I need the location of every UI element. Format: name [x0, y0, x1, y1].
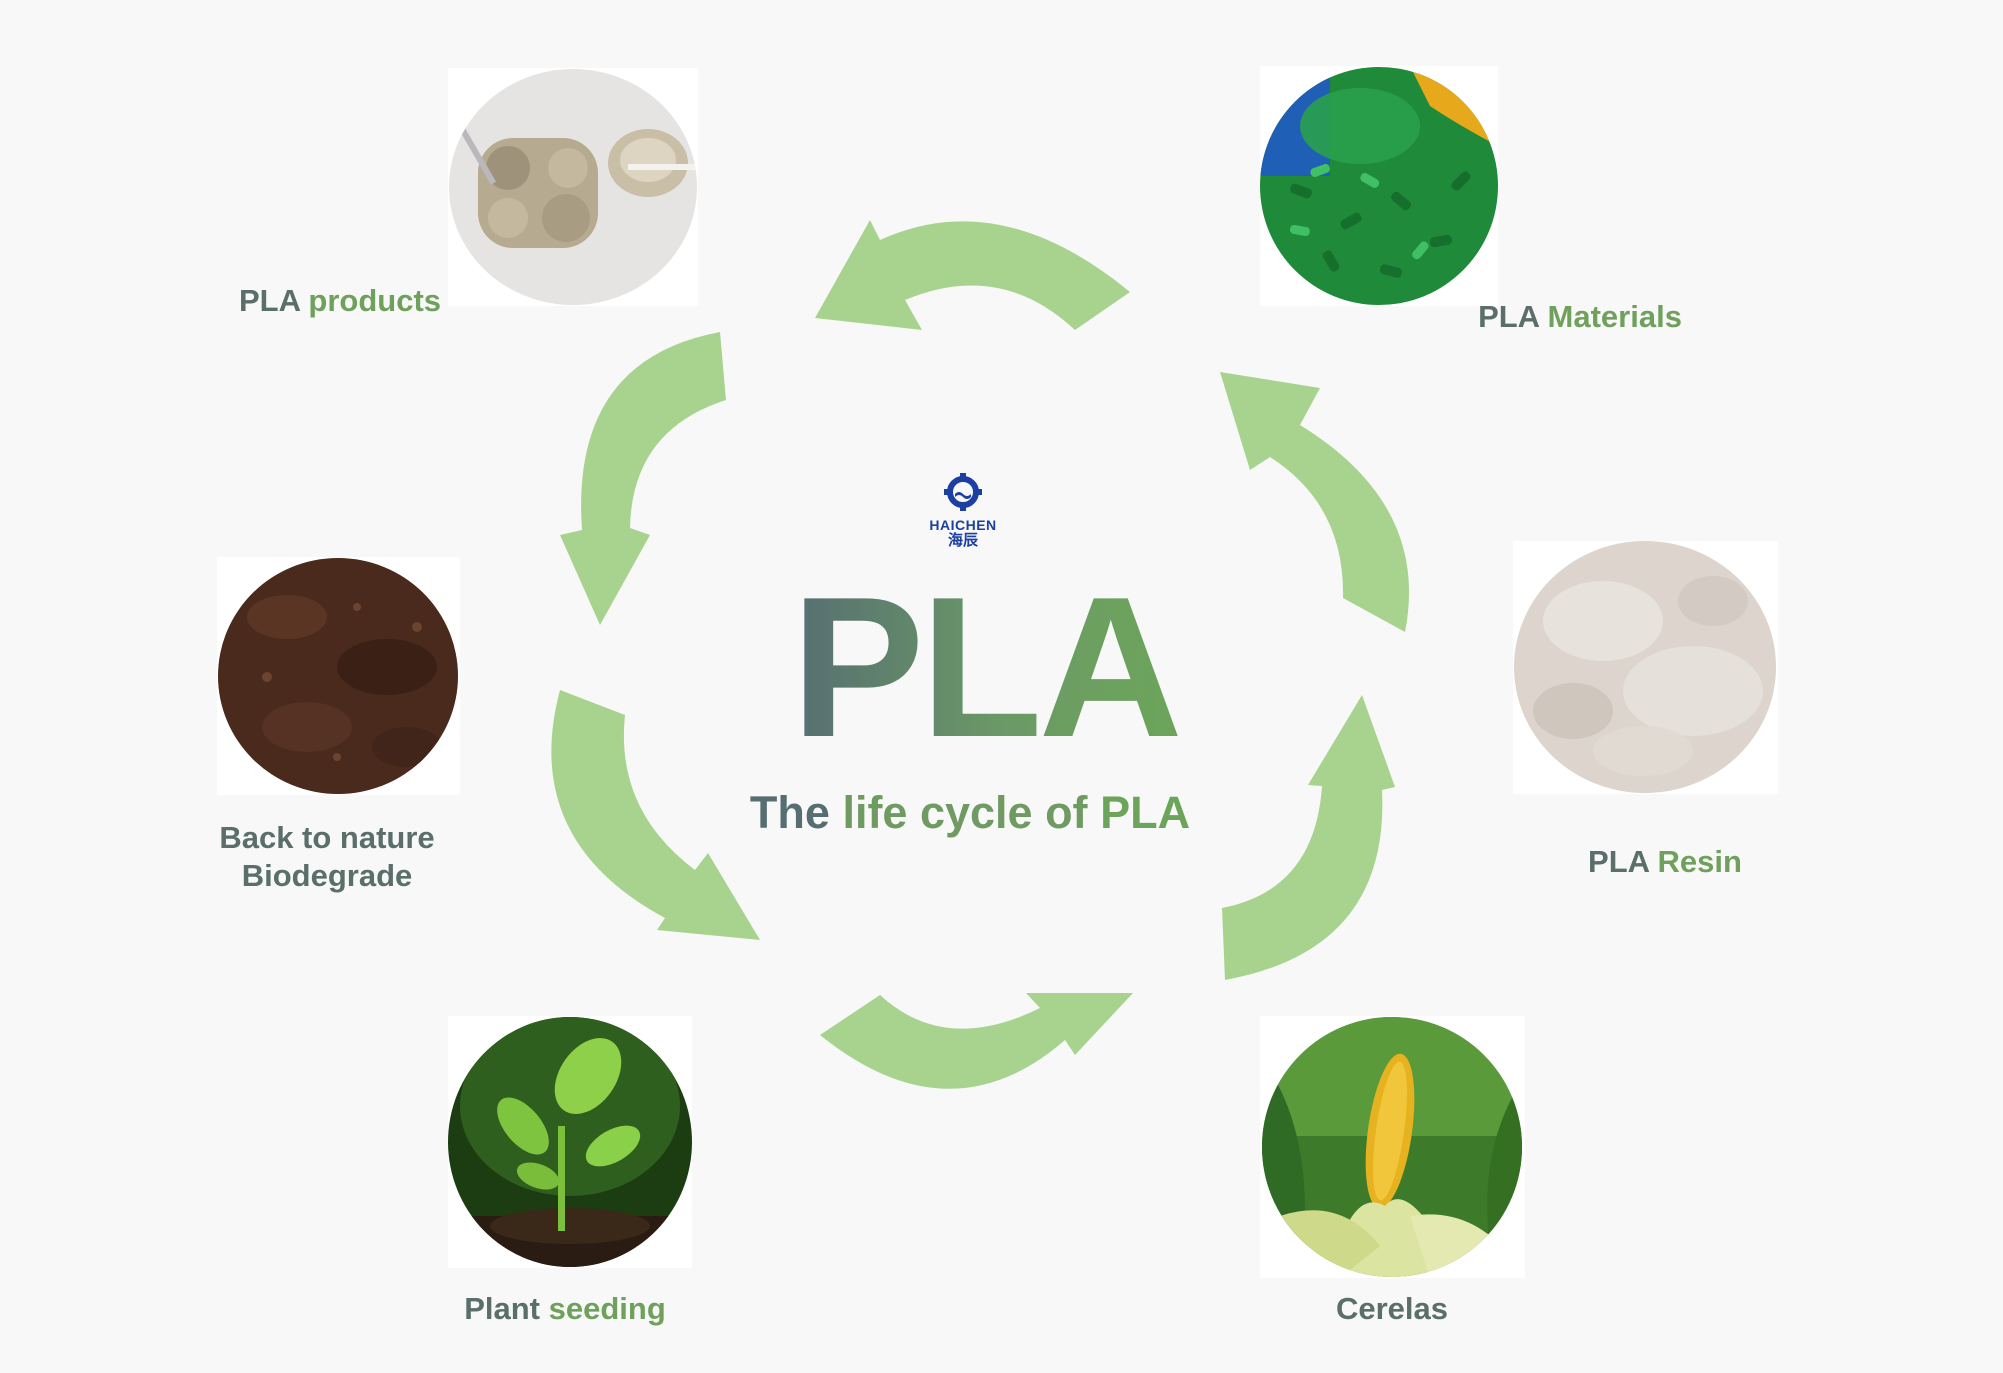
haichen-logo: HAICHEN 海辰: [918, 472, 1008, 552]
arrow-cereals-to-resin: [1222, 695, 1395, 980]
label-pla-resin: PLA Resin: [1588, 844, 1742, 879]
label-back-to-nature-line2: Biodegrade: [241, 858, 413, 893]
label-cereals: Cerelas: [1335, 1291, 1449, 1326]
label-pla-products: PLA products: [238, 283, 442, 318]
arrow-products-to-nature: [560, 332, 726, 625]
subtitle-part-3: PLA: [1100, 787, 1191, 838]
label-back-to-nature: Back to nature Biodegrade: [217, 819, 437, 895]
cereals-image: [1260, 1016, 1525, 1278]
pla-resin-image: [1513, 541, 1778, 794]
pla-products-image: [448, 68, 698, 306]
label-plant-seeding: Plant seeding: [464, 1291, 666, 1326]
arrow-nature-to-seeding: [551, 690, 760, 940]
logo-brand-cn-text: 海辰: [947, 532, 978, 549]
back-to-nature-image: [217, 557, 460, 795]
label-back-to-nature-line1: Back to nature: [219, 820, 435, 855]
arrow-seeding-to-cereals: [820, 993, 1133, 1089]
center-title: PLA: [791, 556, 1183, 779]
logo-brand-text: HAICHEN: [929, 517, 997, 533]
subtitle-part-1: The: [749, 787, 830, 838]
arrow-materials-to-products: [815, 220, 1130, 330]
arrow-resin-to-materials: [1220, 372, 1410, 632]
label-pla-materials: PLA Materials: [1478, 299, 1682, 334]
center-subtitle: The life cycle of PLA: [720, 786, 1220, 840]
plant-seeding-image: [448, 1016, 692, 1268]
subtitle-part-2: life cycle of: [829, 787, 1101, 838]
gear-logo-icon: [944, 473, 982, 511]
pla-materials-image: [1260, 66, 1498, 306]
